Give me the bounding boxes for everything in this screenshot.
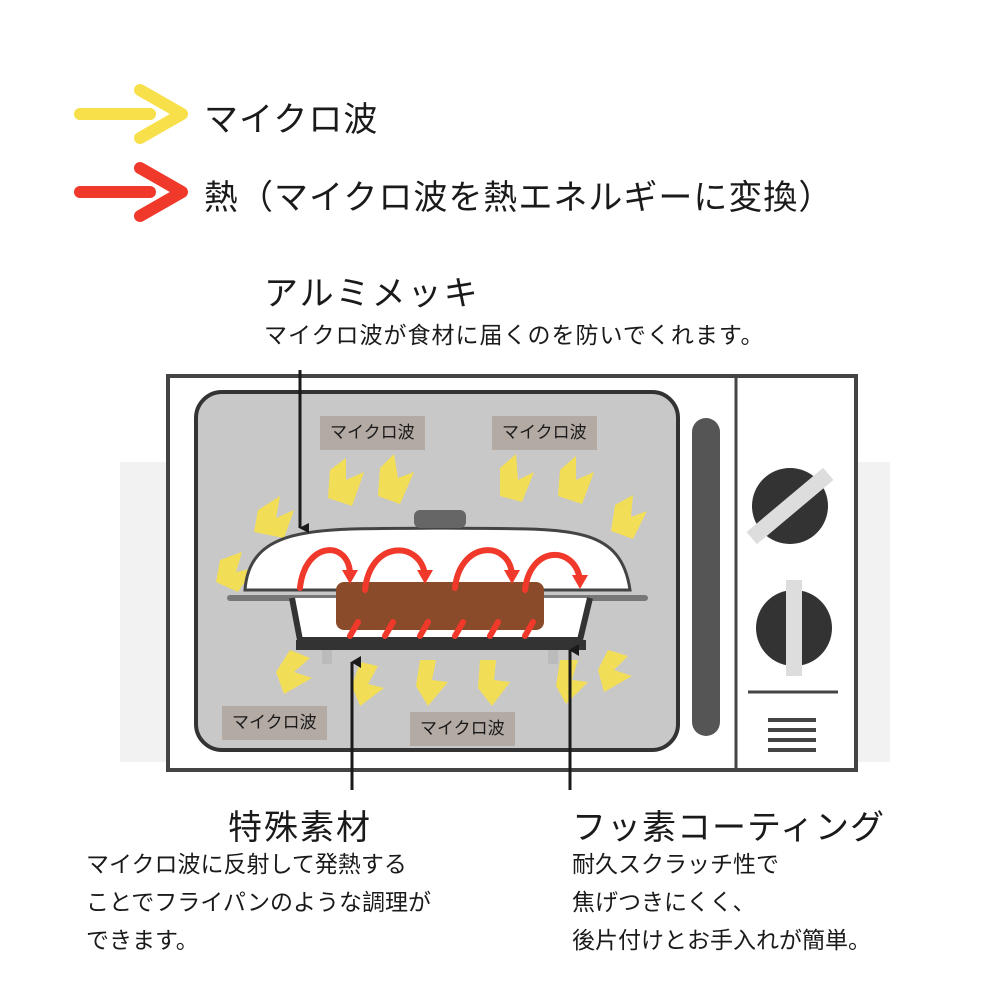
lid-knob bbox=[414, 510, 466, 528]
aluminum-title: アルミメッキ bbox=[264, 274, 480, 314]
microwave-bolts bbox=[216, 454, 647, 706]
vent-icon bbox=[768, 718, 816, 752]
legend-heat-arrow-icon bbox=[74, 162, 188, 222]
heat-arrowheads bbox=[342, 570, 588, 589]
microwave-label-bottom-left: マイクロ波 bbox=[222, 706, 327, 740]
fluorine-title: フッ素コーティング bbox=[572, 808, 885, 848]
legend-microwave-label: マイクロ波 bbox=[204, 100, 379, 140]
heat-arrows bbox=[297, 547, 583, 639]
microwave-label-top-right: マイクロ波 bbox=[492, 416, 597, 450]
pan-bottom bbox=[296, 640, 586, 650]
timer-knob-icon bbox=[746, 467, 834, 545]
legend-heat-label: 熱（マイクロ波を熱エネルギーに変換） bbox=[204, 178, 834, 218]
special-material-desc: マイクロ波に反射して発熱する ことでフライパンのような調理が できます。 bbox=[86, 852, 431, 954]
food bbox=[336, 582, 544, 630]
microwave-label-bottom-center: マイクロ波 bbox=[410, 712, 515, 746]
power-knob-icon bbox=[756, 580, 832, 676]
aluminum-desc: マイクロ波が食材に届くのを防いでくれます。 bbox=[264, 323, 765, 349]
fluorine-desc: 耐久スクラッチ性で 焦げつきにくく、 後片付けとお手入れが簡単。 bbox=[572, 852, 871, 954]
door-handle bbox=[692, 418, 720, 736]
microwave-label-top-left: マイクロ波 bbox=[320, 416, 425, 450]
legend-microwave-arrow-icon bbox=[74, 84, 188, 144]
special-material-title: 特殊素材 bbox=[228, 808, 372, 848]
